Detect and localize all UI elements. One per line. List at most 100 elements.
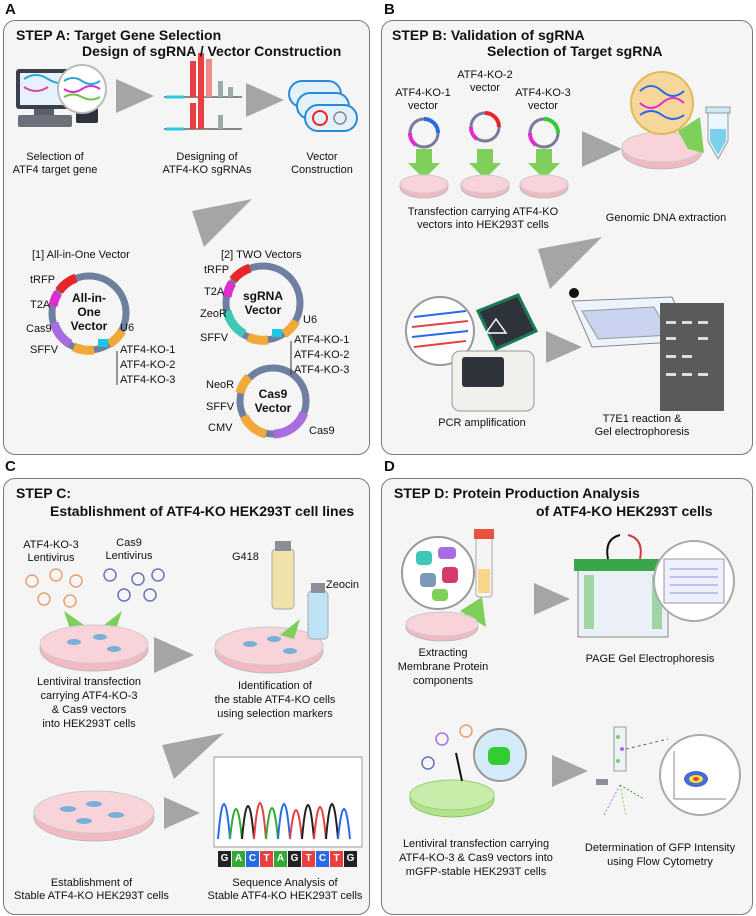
dish-1-icon	[399, 174, 449, 199]
panel-b-graphics	[399, 71, 731, 412]
label-t2a-b: T2A	[204, 286, 225, 298]
page-gel-zoom-icon	[653, 540, 735, 622]
label-u6-a: U6	[120, 322, 135, 334]
all-in-one-heading: [1] All-in-One Vector	[32, 249, 130, 261]
all-in-one-plasmid	[48, 272, 130, 355]
dish-c2-icon	[214, 626, 324, 674]
label-zeor: ZeoR	[200, 308, 227, 320]
label-trfp-a: tRFP	[30, 274, 56, 286]
zeocin-bottle-icon	[307, 583, 329, 640]
base-tile: A	[232, 851, 245, 867]
vector-1-icon	[408, 117, 440, 149]
label-ko1-a: ATF4-KO-1	[120, 344, 176, 356]
pcr-label: PCR amplification	[438, 417, 526, 429]
gel-image-icon	[660, 303, 724, 411]
panel-d-title-2: of ATF4-KO HEK293T cells	[536, 503, 713, 519]
atf4-lentivirus-icon	[25, 568, 83, 608]
flow-plot-zoom-icon	[659, 734, 741, 816]
panel-a-graphics	[16, 53, 358, 439]
green-arrow-1-icon	[408, 149, 440, 179]
panel-b-title-2: Selection of Target sgRNA	[487, 43, 663, 59]
arrow-c3-icon	[164, 797, 200, 829]
base-tile: T	[260, 851, 273, 867]
panel-c-title-1: STEP C:	[16, 485, 71, 501]
label-sffv-a: SFFV	[30, 344, 59, 356]
panel-d-title-1: STEP D: Protein Production Analysis	[394, 485, 640, 501]
magnifier-icon	[57, 64, 107, 114]
green-arrow-3-icon	[528, 149, 560, 179]
panel-b-title-1: STEP B: Validation of sgRNA	[392, 27, 585, 43]
panel-letter-b: B	[384, 1, 395, 18]
panel-letter-a: A	[5, 1, 16, 18]
g418-bottle-icon	[271, 541, 295, 610]
vector-2-icon	[469, 111, 501, 143]
arrow-1-icon	[116, 79, 154, 113]
tube-icon	[705, 106, 731, 161]
protein-magnifier-icon	[401, 536, 475, 610]
cas9-lentivirus-icon	[103, 568, 165, 602]
gfp-cell-zoom-icon	[473, 728, 527, 782]
panel-d: STEP D: Protein Production Analysis of A…	[381, 478, 753, 915]
green-arrow-c1-icon	[64, 611, 84, 629]
chromatogram-icon	[213, 756, 363, 848]
base-tile: C	[246, 851, 259, 867]
dish-d2-icon	[409, 779, 495, 818]
gel-box-icon	[574, 534, 672, 638]
pcr-machine-icon	[451, 293, 539, 412]
arrow-b3-icon	[546, 331, 582, 363]
dish-c3-icon	[33, 790, 155, 842]
base-tile: G	[218, 851, 231, 867]
green-arrow-c2-icon	[104, 611, 122, 629]
base-tile: T	[302, 851, 315, 867]
label-u6-b: U6	[303, 314, 318, 326]
green-arrow-2-icon	[469, 149, 501, 179]
panel-d-graphics	[401, 529, 741, 818]
base-tile: C	[316, 851, 329, 867]
label-sffv-c: SFFV	[206, 401, 235, 413]
black-arrow-d-icon	[455, 752, 463, 782]
panel-c: STEP C: Establishment of ATF4-KO HEK293T…	[3, 478, 370, 915]
label-ko3-b: ATF4-KO-3	[294, 364, 350, 376]
dish-3-icon	[519, 174, 569, 199]
label-cmv: CMV	[208, 422, 233, 434]
arrow-d1-icon	[534, 583, 570, 615]
pcr-magnifier-icon	[405, 296, 475, 366]
base-tile: G	[288, 851, 301, 867]
label-neor: NeoR	[206, 379, 235, 391]
green-arrow-d1-icon	[460, 597, 486, 627]
label-cas9-a: Cas9	[26, 323, 52, 335]
arrow-d2-icon	[552, 755, 588, 787]
panel-a: STEP A: Target Gene Selection Design of …	[3, 20, 370, 455]
arrow-c2-icon	[162, 733, 224, 779]
label-ko2-a: ATF4-KO-2	[120, 359, 176, 371]
arrow-b2-icon	[538, 237, 602, 289]
panel-letter-c: C	[5, 458, 16, 475]
label-sffv-b: SFFV	[200, 332, 229, 344]
panel-c-title-2: Establishment of ATF4-KO HEK293T cell li…	[50, 503, 355, 519]
dish-d1-icon	[405, 611, 479, 642]
panel-b: STEP B: Validation of sgRNA Selection of…	[381, 20, 753, 455]
label-cas9-c: Cas9	[309, 425, 335, 437]
label-trfp-b: tRFP	[204, 264, 230, 276]
panel-letter-d: D	[384, 458, 395, 475]
cas9-plasmid	[235, 364, 310, 439]
panel-c-graphics	[25, 541, 363, 848]
